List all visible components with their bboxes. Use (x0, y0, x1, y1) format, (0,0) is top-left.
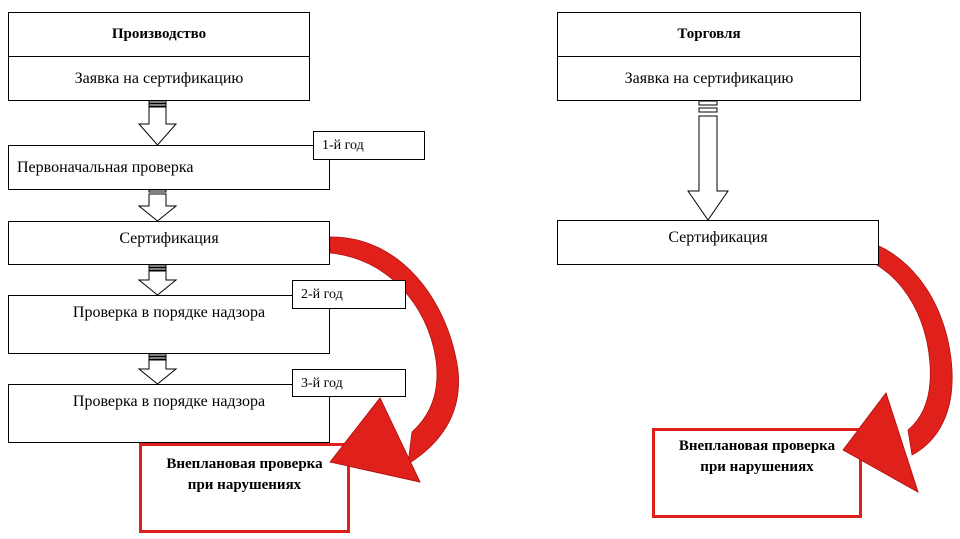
production-unscheduled-check: Внеплановая проверка при нарушениях (139, 443, 350, 533)
down-arrow-icon (137, 189, 178, 222)
year-label: 1-й год (322, 138, 364, 153)
production-step-certification: Сертификация (8, 221, 330, 265)
trade-header-label: Торговля (677, 26, 741, 42)
step-label: Первоначальная проверка (17, 158, 194, 176)
production-step-initial-check: Первоначальная проверка (8, 145, 330, 190)
trade-unscheduled-check: Внеплановая проверка при нарушениях (652, 428, 862, 518)
step-label: Заявка на сертификацию (624, 69, 794, 87)
production-header-label: Производство (111, 26, 207, 42)
trade-step-application: Заявка на сертификацию (557, 56, 861, 101)
year-badge-3: 3-й год (292, 369, 406, 397)
step-label: Проверка в порядке надзора (72, 304, 266, 321)
step-label: Заявка на сертификацию (74, 69, 244, 87)
unscheduled-line-1: Внеплановая проверка (678, 438, 836, 454)
year-badge-2: 2-й год (292, 280, 406, 309)
year-label: 3-й год (301, 376, 343, 391)
production-step-application: Заявка на сертификацию (8, 56, 310, 101)
year-label: 2-й год (301, 287, 343, 302)
year-badge-1: 1-й год (313, 131, 425, 160)
production-step-supervision-1: Проверка в порядке надзора (8, 295, 330, 354)
unscheduled-line-2: при нарушениях (187, 477, 302, 493)
arrowhead-icon (842, 392, 919, 493)
down-arrow-icon (687, 100, 729, 221)
unscheduled-line-2: при нарушениях (700, 459, 814, 475)
unscheduled-line-1: Внеплановая проверка (166, 456, 323, 472)
down-arrow-icon (137, 100, 178, 146)
trade-step-certification: Сертификация (557, 220, 879, 265)
step-label: Сертификация (668, 229, 768, 246)
trade-header: Торговля (557, 12, 861, 57)
arrowhead-icon (329, 397, 421, 483)
production-header: Производство (8, 12, 310, 57)
down-arrow-icon (137, 353, 178, 385)
production-step-supervision-2: Проверка в порядке надзора (8, 384, 330, 443)
down-arrow-icon (137, 264, 178, 296)
step-label: Проверка в порядке надзора (72, 393, 266, 410)
step-label: Сертификация (119, 230, 219, 247)
